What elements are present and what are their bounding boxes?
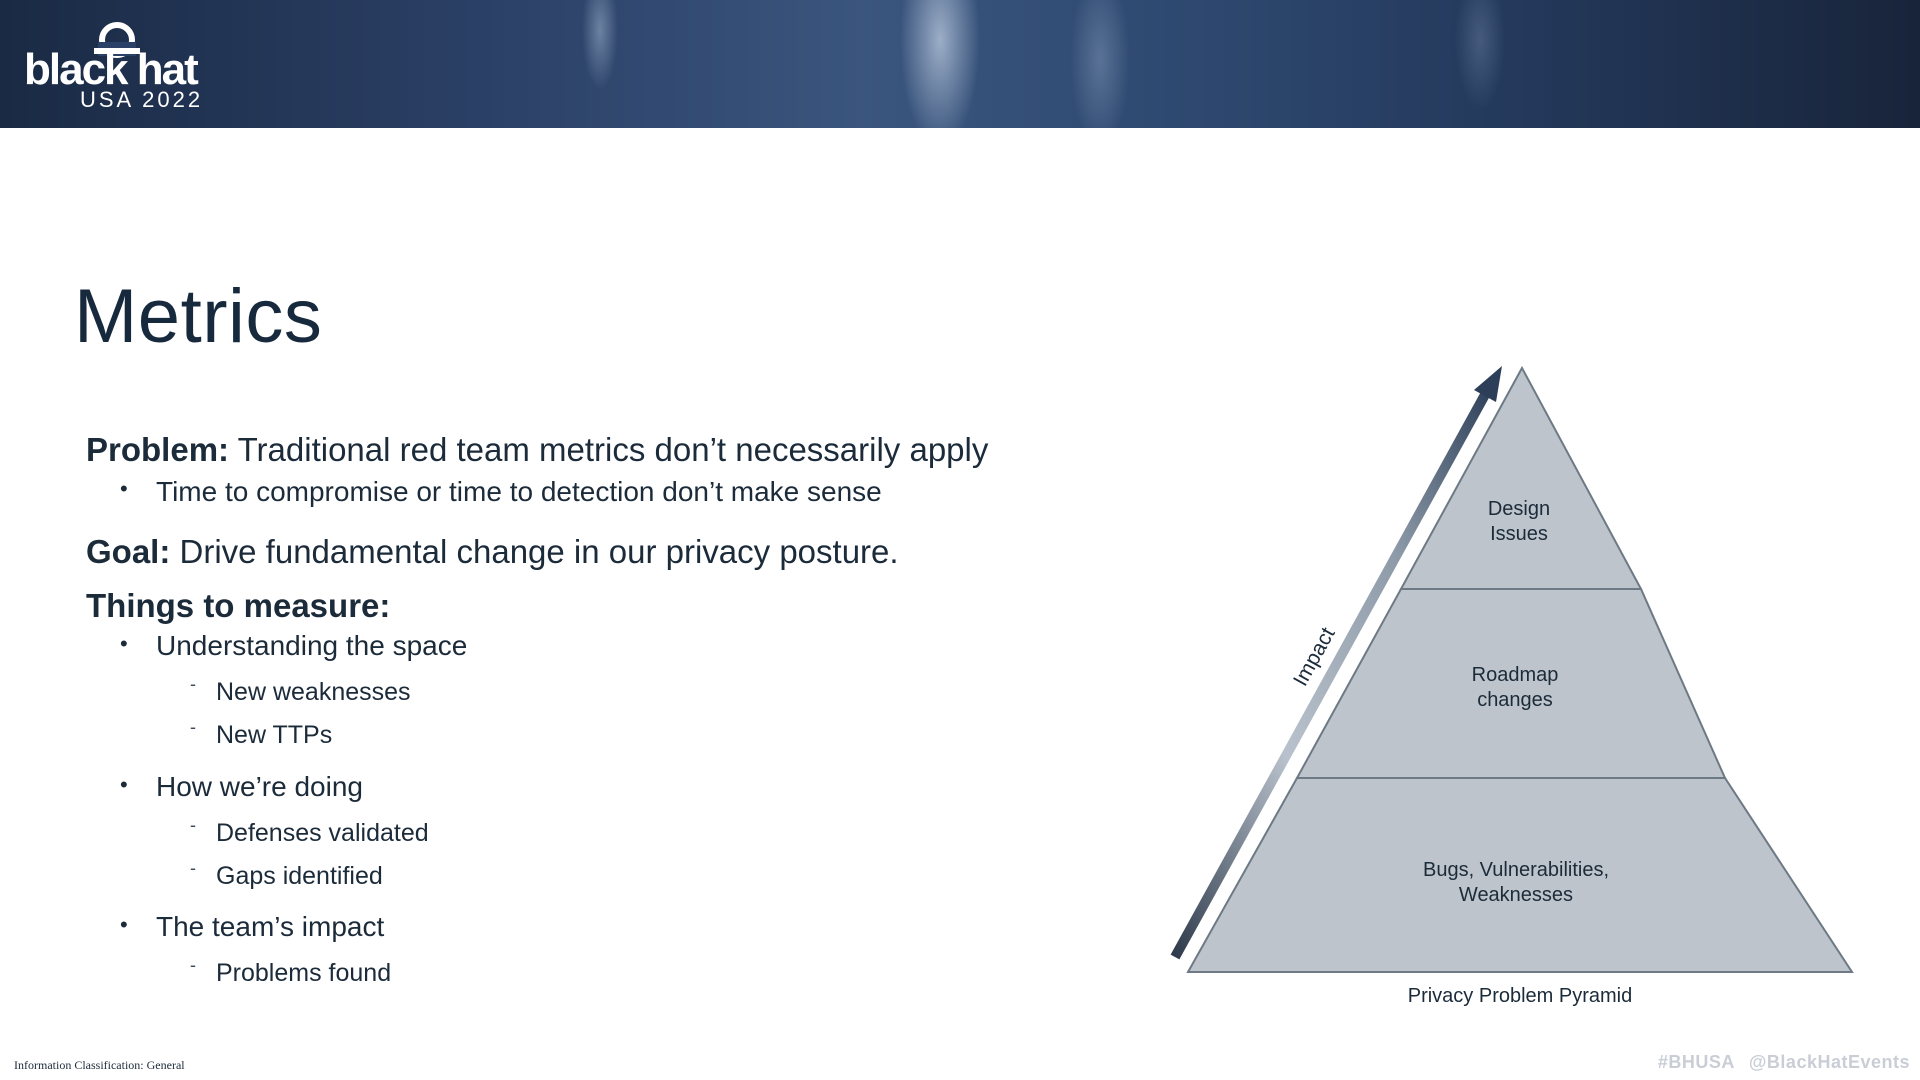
social-handles: #BHUSA @BlackHatEvents [1644,1052,1910,1073]
bullet-icon: • [120,772,128,797]
dash-icon: - [190,955,196,975]
classification-label: Information Classification: General [14,1058,185,1072]
bullet-icon: • [120,912,128,937]
problem-text: Traditional red team metrics don’t neces… [229,431,989,468]
pyramid-tier-bottom [1186,777,1854,973]
hashtag-text: #BHUSA [1657,1052,1735,1072]
measure-item: The team’s impact [156,911,385,942]
problem-label: Problem: [86,431,230,468]
measure-item: Understanding the space [156,630,468,661]
tier-top-line1: Design [1488,498,1550,520]
tier-middle-line2: changes [1477,689,1553,711]
impact-arrow-head [1474,366,1502,402]
impact-arrow-shaft [1170,379,1497,960]
tier-bottom-line2: Weaknesses [1459,884,1573,906]
goal-line: Goal: Drive fundamental change in our pr… [86,532,899,572]
blackhat-logo: black hat USA 2022 [22,18,252,113]
goal-text: Drive fundamental change in our privacy … [170,533,899,570]
measure-subitem: New weaknesses [216,678,411,706]
hat-icon [94,22,140,58]
tier-bottom-line1: Bugs, Vulnerabilities, [1423,859,1609,881]
privacy-pyramid: Impact Design Issues Roadmap changes Bug… [1170,365,1854,1007]
measure-heading: Things to measure: [86,587,391,624]
handle-text: @BlackHatEvents [1748,1052,1910,1072]
goal-label: Goal: [86,533,171,570]
bullet-icon: • [120,631,128,656]
header-banner: black hat USA 2022 [0,0,1920,128]
measure-subitem: Problems found [216,959,392,987]
pyramid-caption: Privacy Problem Pyramid [1408,985,1633,1007]
measure-subitem: Gaps identified [216,862,383,890]
dash-icon: - [190,674,196,694]
tier-top-line2: Issues [1490,523,1548,545]
problem-line: Problem: Traditional red team metrics do… [86,430,988,470]
dash-icon: - [190,815,196,835]
logo-wordmark: black hat [24,45,199,94]
dash-icon: - [190,717,196,737]
logo-event: USA 2022 [80,87,204,112]
measure-item: How we’re doing [156,771,363,802]
problem-bullet: Time to compromise or time to detection … [156,476,882,507]
measure-subitem: New TTPs [216,721,333,749]
measure-subitem: Defenses validated [216,819,429,847]
bullet-icon: • [120,476,128,501]
tier-middle-line1: Roadmap [1472,664,1559,686]
slide-title: Metrics [74,274,323,359]
dash-icon: - [190,858,196,878]
